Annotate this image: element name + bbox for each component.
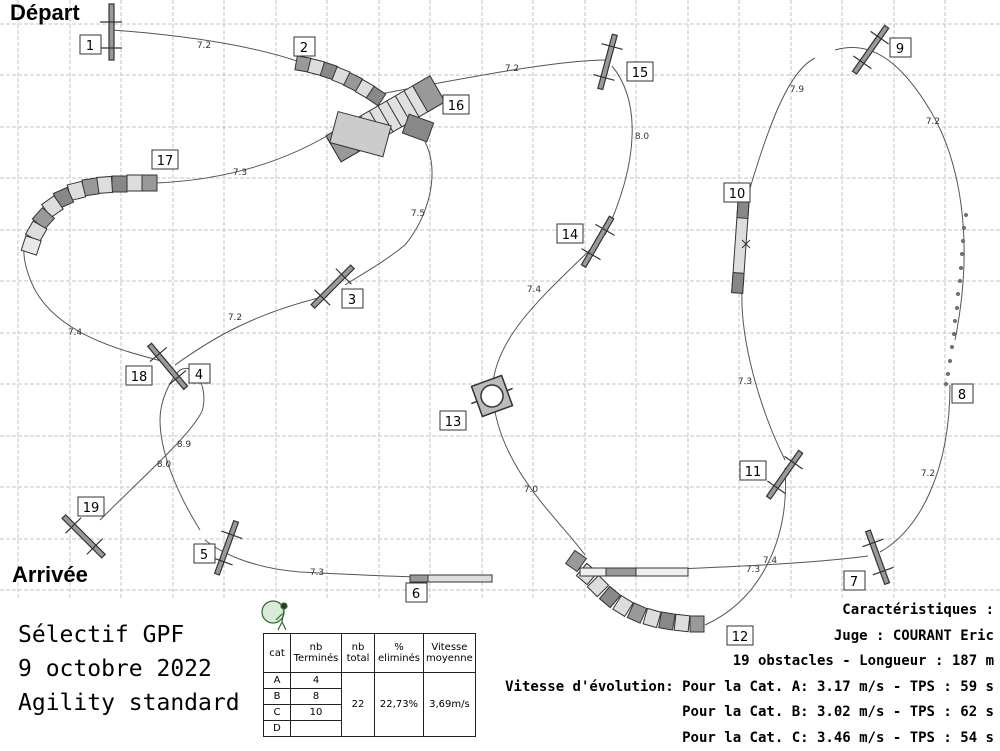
seesaw-6 (410, 575, 492, 582)
obstacle-number-4: 4 (189, 364, 210, 383)
distance-3-18: 7.2 (228, 313, 242, 323)
distance-16-3: 7.5 (411, 209, 425, 219)
start-label: Départ (10, 0, 80, 26)
distance-6-5: 7.3 (310, 568, 324, 578)
obstacle-number-8: 8 (952, 384, 973, 403)
svg-text:3: 3 (348, 293, 356, 308)
svg-text:17: 17 (157, 154, 174, 169)
distance-15-14: 8.0 (635, 132, 650, 142)
obstacle-number-1: 1 (80, 35, 101, 54)
avg-speed: 3,69m/s (424, 673, 476, 737)
header-cat: cat (264, 634, 291, 673)
header-speed: Vitesse moyenne (424, 634, 476, 673)
tyre-13 (466, 373, 518, 418)
grid (0, 0, 1000, 600)
distance-18-17: 7.4 (68, 328, 83, 338)
header-total: nb total (342, 634, 375, 673)
obstacle-number-14: 14 (557, 224, 583, 243)
svg-text:10: 10 (729, 187, 746, 202)
distance-5-4: 8.9 (177, 440, 192, 450)
svg-text:13: 13 (445, 415, 462, 430)
distance-8-7: 7.2 (921, 469, 935, 479)
obstacle-number-15: 15 (627, 62, 653, 81)
cat-c: C (264, 705, 291, 721)
event-title: Sélectif GPF (18, 618, 240, 652)
svg-text:4: 4 (195, 368, 203, 383)
obstacle-number-9: 9 (890, 38, 911, 57)
svg-text:6: 6 (412, 587, 420, 602)
finish-label: Arrivée (12, 562, 88, 588)
header-eliminated: % eliminés (375, 634, 424, 673)
finished-c: 10 (291, 705, 342, 721)
svg-text:15: 15 (632, 66, 649, 81)
event-category: Agility standard (18, 686, 240, 720)
obstacle-number-18: 18 (126, 366, 152, 385)
eliminated-pct: 22,73% (375, 673, 424, 737)
obstacle-number-17: 17 (152, 150, 178, 169)
jump-1 (100, 4, 122, 60)
header-finished: nb Terminés (291, 634, 342, 673)
svg-text:11: 11 (745, 465, 762, 480)
distance-17-16: 7.3 (233, 168, 247, 178)
distance-11-10: 7.3 (738, 377, 752, 387)
obstacle-number-11: 11 (740, 461, 766, 480)
distance-10-9: 7.9 (790, 85, 805, 95)
svg-text:16: 16 (448, 99, 465, 114)
cat-a: A (264, 673, 291, 689)
course-path (24, 30, 964, 625)
judge-icon (262, 601, 287, 630)
jump-15 (590, 32, 626, 92)
speed-line-c: Pour la Cat. C: 3.46 m/s - TPS : 54 s (505, 726, 994, 751)
plank-6b (580, 568, 688, 576)
obstacle-number-3: 3 (342, 289, 363, 308)
judge-line: Juge : COURANT Eric (505, 624, 994, 650)
obstacle-number-13: 13 (440, 411, 466, 430)
svg-text:2: 2 (300, 41, 308, 56)
svg-text:5: 5 (200, 548, 208, 563)
distance-12-11: 7.4 (763, 556, 778, 566)
distance-2-15: 7.2 (505, 64, 519, 74)
event-date: 9 octobre 2022 (18, 652, 240, 686)
distance-14-13: 7.4 (527, 285, 542, 295)
summary-line: 19 obstacles - Longueur : 187 m (505, 649, 994, 675)
results-table: cat nb Terminés nb total % eliminés Vite… (263, 633, 476, 737)
finished-a: 4 (291, 673, 342, 689)
total-count: 22 (342, 673, 375, 737)
distance-13-12: 7.0 (524, 485, 539, 495)
obstacle-number-7: 7 (844, 571, 865, 590)
svg-text:1: 1 (86, 39, 94, 54)
tunnel-2 (295, 56, 386, 106)
obstacle-number-2: 2 (294, 37, 315, 56)
dogwalk-10 (732, 198, 750, 294)
distance-labels: 7.2 7.2 8.0 7.4 7.0 7.4 7.3 7.9 7.2 7.2 … (68, 41, 940, 578)
cat-b: B (264, 689, 291, 705)
finished-b: 8 (291, 689, 342, 705)
obstacle-number-16: 16 (443, 95, 469, 114)
obstacle-number-19: 19 (78, 497, 104, 516)
characteristics-heading: Caractéristiques : (505, 598, 994, 624)
distance-7-6: 7.3 (746, 565, 760, 575)
obstacle-number-10: 10 (724, 183, 750, 202)
finished-d (291, 721, 342, 737)
obstacle-number-6: 6 (406, 583, 427, 602)
cat-d: D (264, 721, 291, 737)
svg-text:19: 19 (83, 501, 100, 516)
speed-line-b: Pour la Cat. B: 3.02 m/s - TPS : 62 s (505, 700, 994, 726)
svg-text:8: 8 (958, 388, 966, 403)
obstacle-number-5: 5 (194, 544, 215, 563)
svg-text:7: 7 (850, 575, 858, 590)
distance-4-19: 8.0 (157, 460, 172, 470)
title-block: Sélectif GPF 9 octobre 2022 Agility stan… (18, 618, 240, 720)
svg-text:9: 9 (896, 42, 904, 57)
svg-text:18: 18 (131, 370, 148, 385)
course-characteristics: Caractéristiques : Juge : COURANT Eric 1… (505, 598, 994, 751)
distance-1-2: 7.2 (197, 41, 211, 51)
jump-9 (846, 21, 896, 79)
speed-line-a: Vitesse d'évolution: Pour la Cat. A: 3.1… (505, 675, 994, 701)
svg-text:14: 14 (562, 228, 579, 243)
distance-9-8: 7.2 (926, 117, 940, 127)
tunnel-17 (21, 175, 157, 255)
